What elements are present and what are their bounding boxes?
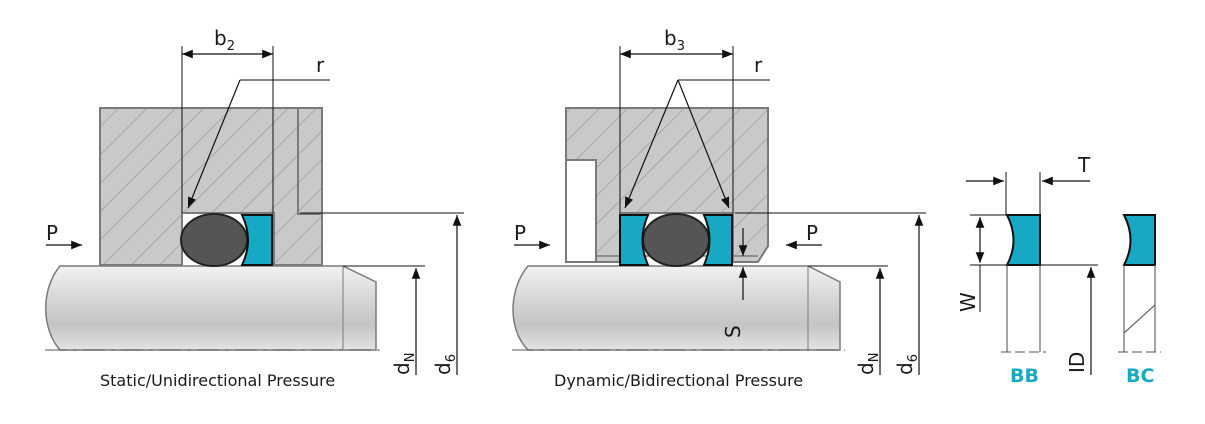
w-label: W bbox=[956, 292, 980, 312]
svg-text:b2: b2 bbox=[214, 26, 235, 54]
bc-profile: BC bbox=[1118, 214, 1161, 387]
s-label: S bbox=[721, 325, 745, 338]
r-label: r bbox=[754, 53, 763, 77]
id-label: ID bbox=[1065, 352, 1089, 373]
b3-label: b bbox=[664, 26, 677, 50]
r-leader: r bbox=[187, 53, 330, 209]
dn-sub: N bbox=[867, 353, 882, 363]
b2-label: b bbox=[214, 26, 227, 50]
dn-dimension: dN bbox=[808, 265, 888, 375]
d6-label: d bbox=[431, 362, 455, 375]
bb-profile: BB bbox=[1001, 214, 1046, 387]
pressure-arrow-right: P bbox=[786, 221, 822, 250]
pressure-left-label: P bbox=[514, 221, 526, 245]
seal-ring-left bbox=[619, 214, 650, 266]
b2-sub: 2 bbox=[227, 39, 235, 54]
t-label: T bbox=[1077, 153, 1091, 177]
svg-text:d6: d6 bbox=[431, 354, 459, 375]
bb-tag: BB bbox=[1010, 365, 1039, 387]
d6-dimension: d6 bbox=[735, 212, 926, 375]
d6-sub: 6 bbox=[906, 354, 921, 362]
o-ring bbox=[180, 213, 248, 267]
t-dimension: T bbox=[966, 153, 1091, 214]
profile-legend: T W BB ID bbox=[956, 153, 1161, 387]
housing bbox=[565, 107, 769, 263]
w-dimension: W bbox=[956, 214, 1006, 312]
dn-label: d bbox=[390, 362, 414, 375]
dynamic-caption: Dynamic/Bidirectional Pressure bbox=[554, 371, 803, 390]
dn-dimension: dN bbox=[343, 265, 425, 375]
housing bbox=[99, 107, 323, 266]
dn-label: d bbox=[854, 362, 878, 375]
seal-ring-right bbox=[702, 214, 733, 266]
pressure-label: P bbox=[46, 221, 58, 245]
r-leader: r bbox=[624, 53, 770, 209]
shaft bbox=[45, 265, 380, 351]
bc-tag: BC bbox=[1126, 365, 1154, 387]
dn-sub: N bbox=[403, 353, 418, 363]
o-ring bbox=[642, 213, 710, 267]
d6-dimension: d6 bbox=[300, 212, 464, 375]
b3-dimension: b3 bbox=[619, 26, 734, 213]
shaft bbox=[512, 265, 845, 351]
s-dimension: S bbox=[721, 228, 748, 338]
b2-dimension: b2 bbox=[181, 26, 274, 213]
seal-ring bbox=[240, 214, 273, 266]
pressure-arrow: P bbox=[46, 221, 82, 250]
svg-text:dN: dN bbox=[390, 353, 418, 375]
id-dimension: ID bbox=[1040, 264, 1098, 375]
r-label: r bbox=[316, 53, 325, 77]
b3-sub: 3 bbox=[677, 39, 685, 54]
svg-text:d6: d6 bbox=[893, 354, 921, 375]
static-caption: Static/Unidirectional Pressure bbox=[100, 371, 335, 390]
svg-text:b3: b3 bbox=[664, 26, 685, 54]
pressure-arrow-left: P bbox=[514, 221, 550, 250]
dynamic-diagram: b3 r P P S dN bbox=[512, 26, 926, 390]
d6-sub: 6 bbox=[444, 354, 459, 362]
svg-text:dN: dN bbox=[854, 353, 882, 375]
static-diagram: b2 r P dN d6 Static/Unidirectional Press… bbox=[45, 26, 464, 390]
d6-label: d bbox=[893, 362, 917, 375]
pressure-right-label: P bbox=[806, 221, 818, 245]
